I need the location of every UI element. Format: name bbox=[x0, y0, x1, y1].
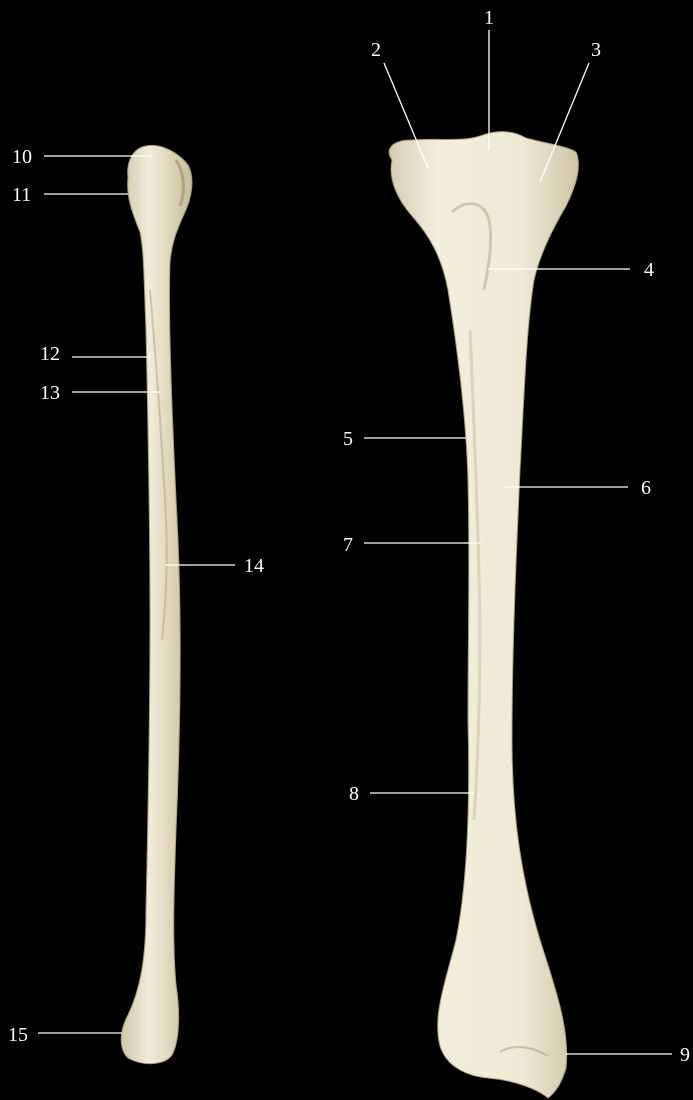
label-14: 14 bbox=[244, 555, 264, 577]
label-1: 1 bbox=[484, 7, 494, 29]
label-7: 7 bbox=[343, 534, 353, 556]
label-4: 4 bbox=[644, 259, 654, 281]
label-13: 13 bbox=[40, 382, 60, 404]
label-3: 3 bbox=[591, 39, 601, 61]
label-15: 15 bbox=[8, 1024, 28, 1046]
label-11: 11 bbox=[12, 184, 31, 206]
label-12: 12 bbox=[40, 343, 60, 365]
label-8: 8 bbox=[349, 783, 359, 805]
label-2: 2 bbox=[371, 39, 381, 61]
label-6: 6 bbox=[641, 477, 651, 499]
label-10: 10 bbox=[12, 146, 32, 168]
label-5: 5 bbox=[343, 428, 353, 450]
label-9: 9 bbox=[680, 1044, 690, 1066]
